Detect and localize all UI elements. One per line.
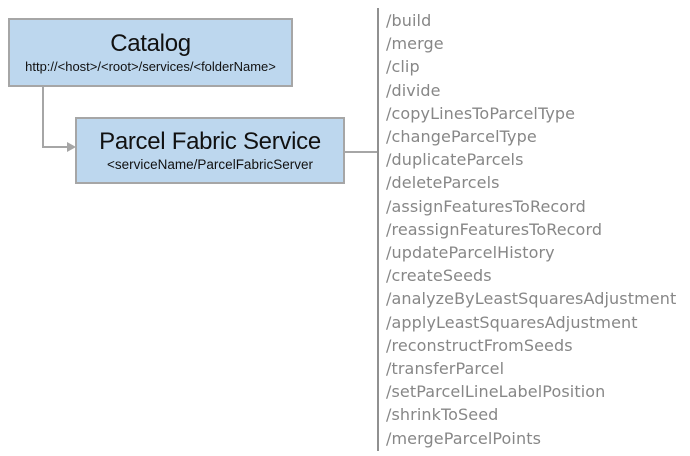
operation-item: /clip: [386, 57, 420, 77]
service-title: Parcel Fabric Service: [99, 128, 321, 155]
operation-item: /assignFeaturesToRecord: [386, 196, 586, 216]
catalog-node: Catalog http://<host>/<root>/services/<f…: [8, 18, 293, 87]
operation-item: /divide: [386, 80, 441, 100]
operation-item: /changeParcelType: [386, 127, 537, 147]
operations-list: /build/merge/clip/divide/copyLinesToParc…: [386, 9, 676, 450]
operation-item: /shrinkToSeed: [386, 405, 499, 425]
operation-item: /applyLeastSquaresAdjustment: [386, 312, 638, 332]
operation-item: /deleteParcels: [386, 173, 500, 193]
operation-item: /copyLinesToParcelType: [386, 103, 576, 123]
operation-item: /updateParcelHistory: [386, 243, 555, 263]
operation-item: /merge: [386, 34, 444, 54]
catalog-to-service-arrow: [42, 86, 76, 152]
catalog-subtitle: http://<host>/<root>/services/<folderNam…: [25, 59, 276, 74]
operations-divider-line: [377, 8, 379, 451]
service-subtitle: <serviceName/ParcelFabricServer: [107, 157, 313, 172]
operation-item: /setParcelLineLabelPosition: [386, 382, 606, 402]
catalog-title: Catalog: [110, 30, 191, 57]
operation-item: /analyzeByLeastSquaresAdjustment: [386, 289, 677, 309]
operation-item: /transferParcel: [386, 359, 505, 379]
operation-item: /mergeParcelPoints: [386, 428, 542, 448]
operation-item: /build: [386, 11, 432, 30]
operation-item: /reassignFeaturesToRecord: [386, 219, 603, 239]
operation-item: /duplicateParcels: [386, 150, 524, 170]
operation-item: /reconstructFromSeeds: [386, 335, 573, 355]
arrowhead-icon: [67, 142, 76, 152]
operation-item: /createSeeds: [386, 266, 492, 286]
service-to-operations-connector: [345, 151, 377, 153]
parcel-fabric-service-node: Parcel Fabric Service <serviceName/Parce…: [75, 117, 345, 184]
